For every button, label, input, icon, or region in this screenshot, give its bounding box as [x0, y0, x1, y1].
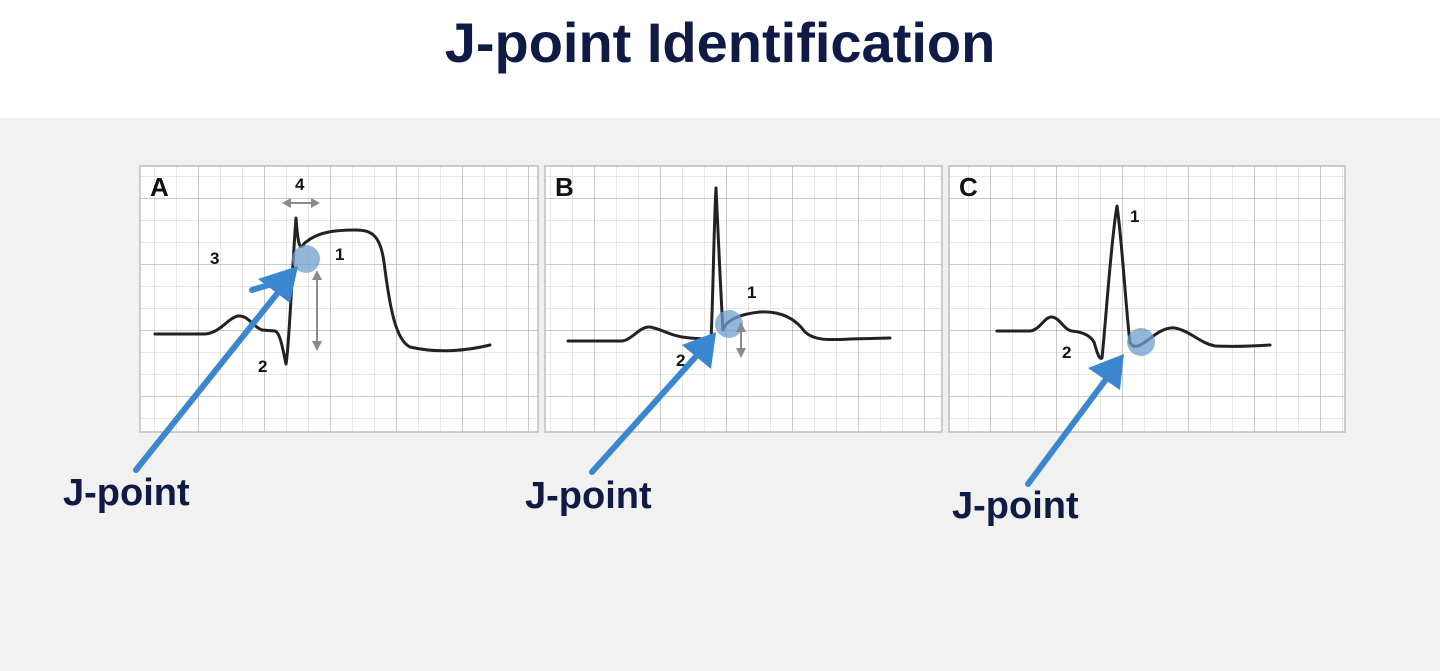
j-point-marker-c — [1127, 328, 1155, 356]
panel-b: B 1 2 — [544, 165, 943, 433]
label-2-b: 2 — [676, 351, 685, 370]
title-bar: J-point Identification — [0, 0, 1440, 118]
callout-arrow-a — [133, 266, 298, 473]
label-4-a: 4 — [295, 175, 305, 194]
callout-arrow-b — [589, 332, 716, 475]
label-1-c: 1 — [1130, 207, 1139, 226]
ecg-trace-c — [995, 204, 1272, 360]
label-3-a: 3 — [210, 249, 219, 268]
j-point-label-b: J-point — [525, 475, 652, 517]
panel-letter-c: C — [959, 172, 978, 202]
panel-letter-b: B — [555, 172, 574, 202]
label-2-c: 2 — [1062, 343, 1071, 362]
label-2-a: 2 — [258, 357, 267, 376]
panel-a: A 1 2 3 4 — [139, 165, 539, 433]
j-point-label-c: J-point — [952, 485, 1079, 527]
ecg-trace-b — [566, 186, 892, 343]
j-point-label-a: J-point — [63, 472, 190, 514]
callout-arrow-c — [1025, 354, 1124, 487]
j-point-marker-b — [715, 310, 743, 338]
label-1-b: 1 — [747, 283, 756, 302]
j-point-marker-a — [292, 245, 320, 273]
slide-title: J-point Identification — [444, 11, 996, 74]
panel-c: C 1 2 — [948, 165, 1346, 433]
label-1-a: 1 — [335, 245, 344, 264]
panel-letter-a: A — [150, 172, 169, 202]
